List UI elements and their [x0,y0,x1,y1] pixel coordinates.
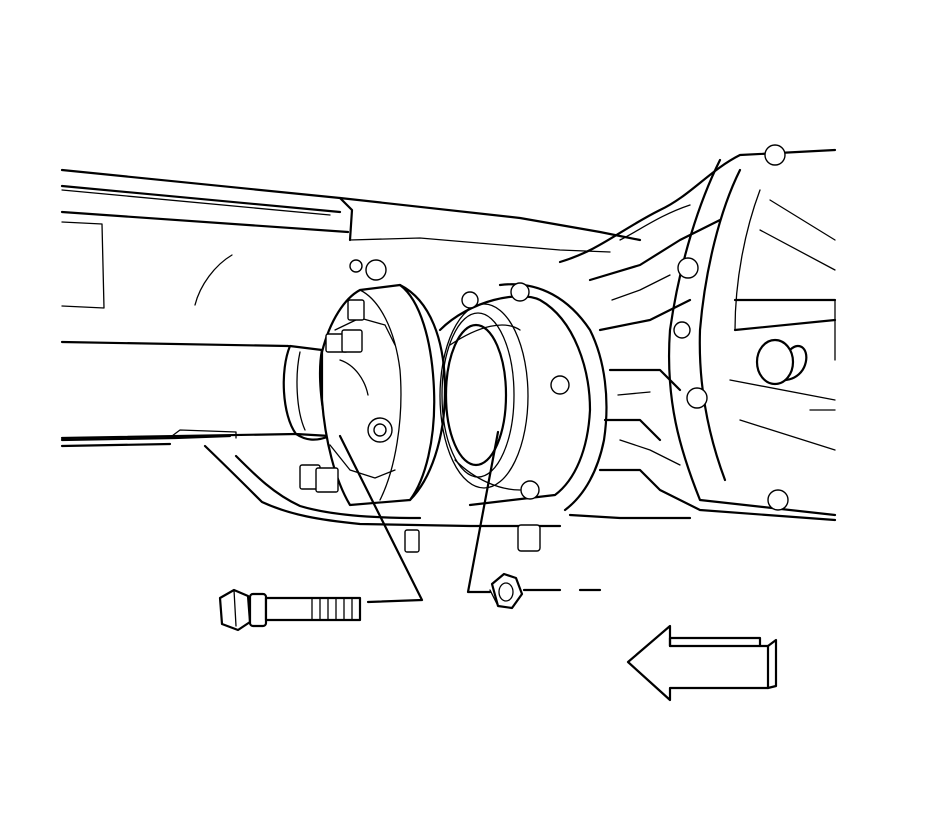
flex-coupling-icon [299,259,447,507]
coupling-bolt-icon [218,588,362,632]
coupling-nut-icon [489,572,524,610]
leader-lines [338,430,602,604]
propeller-shaft-icon [60,340,332,441]
frame-rail-icon [60,168,642,309]
bellhousing-icon [667,144,837,517]
transmission-flange-icon [404,282,608,553]
transmission-housing-icon [558,148,837,522]
direction-arrow-icon [626,624,778,702]
coupling-bolt-head-icon [299,259,393,493]
